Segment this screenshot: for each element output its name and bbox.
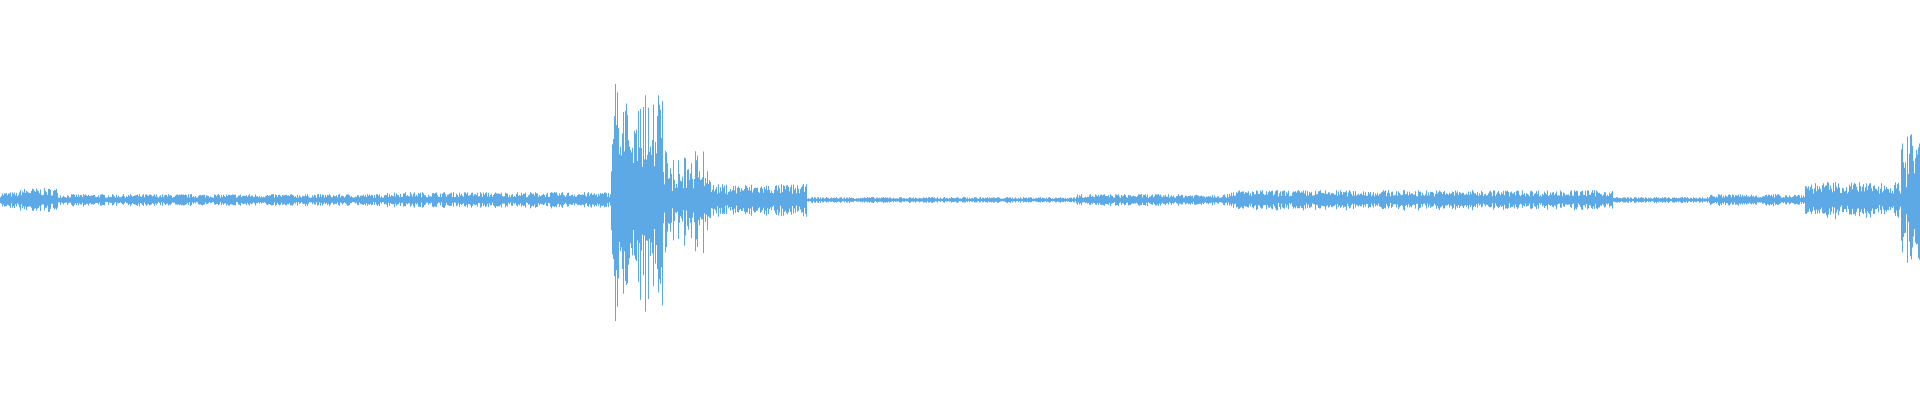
waveform-bars [0,83,1920,322]
